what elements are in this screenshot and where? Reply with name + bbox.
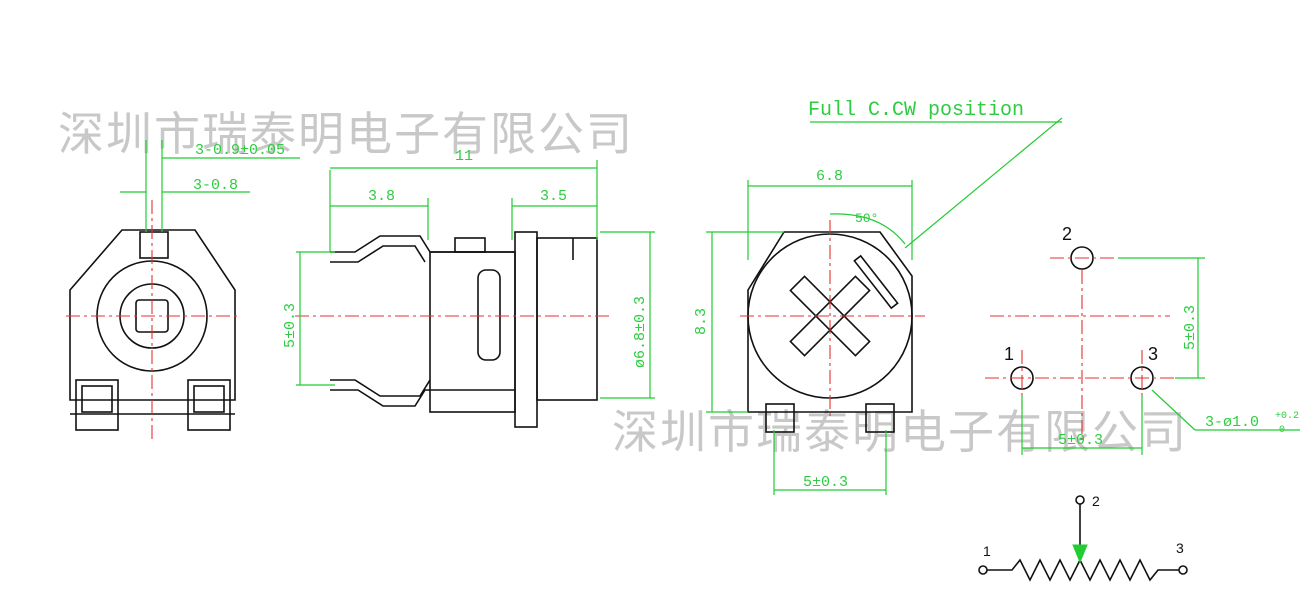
dim-pcb-y: 5±0.3 [1182, 305, 1199, 350]
top-view: 6.8 50° 8.3 5±0.3 Full C.CW position [693, 99, 1063, 495]
dim-height: 8.3 [693, 308, 710, 335]
dim-pin-span-side: 5±0.3 [282, 303, 299, 348]
watermark-bottom: 深圳市瑞泰明电子有限公司 [612, 405, 1188, 459]
pin-label-2: 2 [1062, 224, 1072, 244]
note-full-ccw: Full C.CW position [808, 99, 1024, 122]
front-view: 3-0.9±0.05 3-0.8 [66, 140, 300, 440]
dim-length: 11 [455, 148, 473, 165]
dim-slot: 3-0.8 [193, 177, 238, 194]
dim-lead-pitch: 3.8 [368, 188, 395, 205]
dim-diameter: ø6.8±0.3 [632, 296, 649, 368]
dim-pin-span-front: 5±0.3 [803, 474, 848, 491]
pin-label-1: 1 [1004, 344, 1014, 364]
dim-pcb-holes-tol2: 0 [1279, 425, 1285, 436]
dim-body-depth: 3.5 [540, 188, 567, 205]
schematic-pin-2: 2 [1092, 493, 1100, 509]
watermark-top: 深圳市瑞泰明电子有限公司 [58, 107, 634, 161]
schematic-pin-3: 3 [1176, 540, 1184, 556]
dim-pcb-holes-tol: +0.2 [1275, 411, 1299, 422]
pin-label-3: 3 [1148, 344, 1158, 364]
dim-holes: 3-0.9±0.05 [195, 142, 285, 159]
dim-width: 6.8 [816, 168, 843, 185]
side-view: 11 3.8 3.5 5±0.3 ø6.8±0.3 [282, 148, 655, 428]
dim-pcb-x: 5±0.3 [1058, 432, 1103, 449]
dim-angle: 50° [855, 211, 878, 226]
pcb-footprint: 5±0.3 5±0.3 3-ø1.0 +0.2 0 2 1 3 [985, 224, 1300, 455]
schematic-pin-1: 1 [983, 543, 991, 559]
dim-pcb-holes: 3-ø1.0 [1205, 414, 1259, 431]
schematic-symbol: 1 2 3 [978, 493, 1188, 582]
